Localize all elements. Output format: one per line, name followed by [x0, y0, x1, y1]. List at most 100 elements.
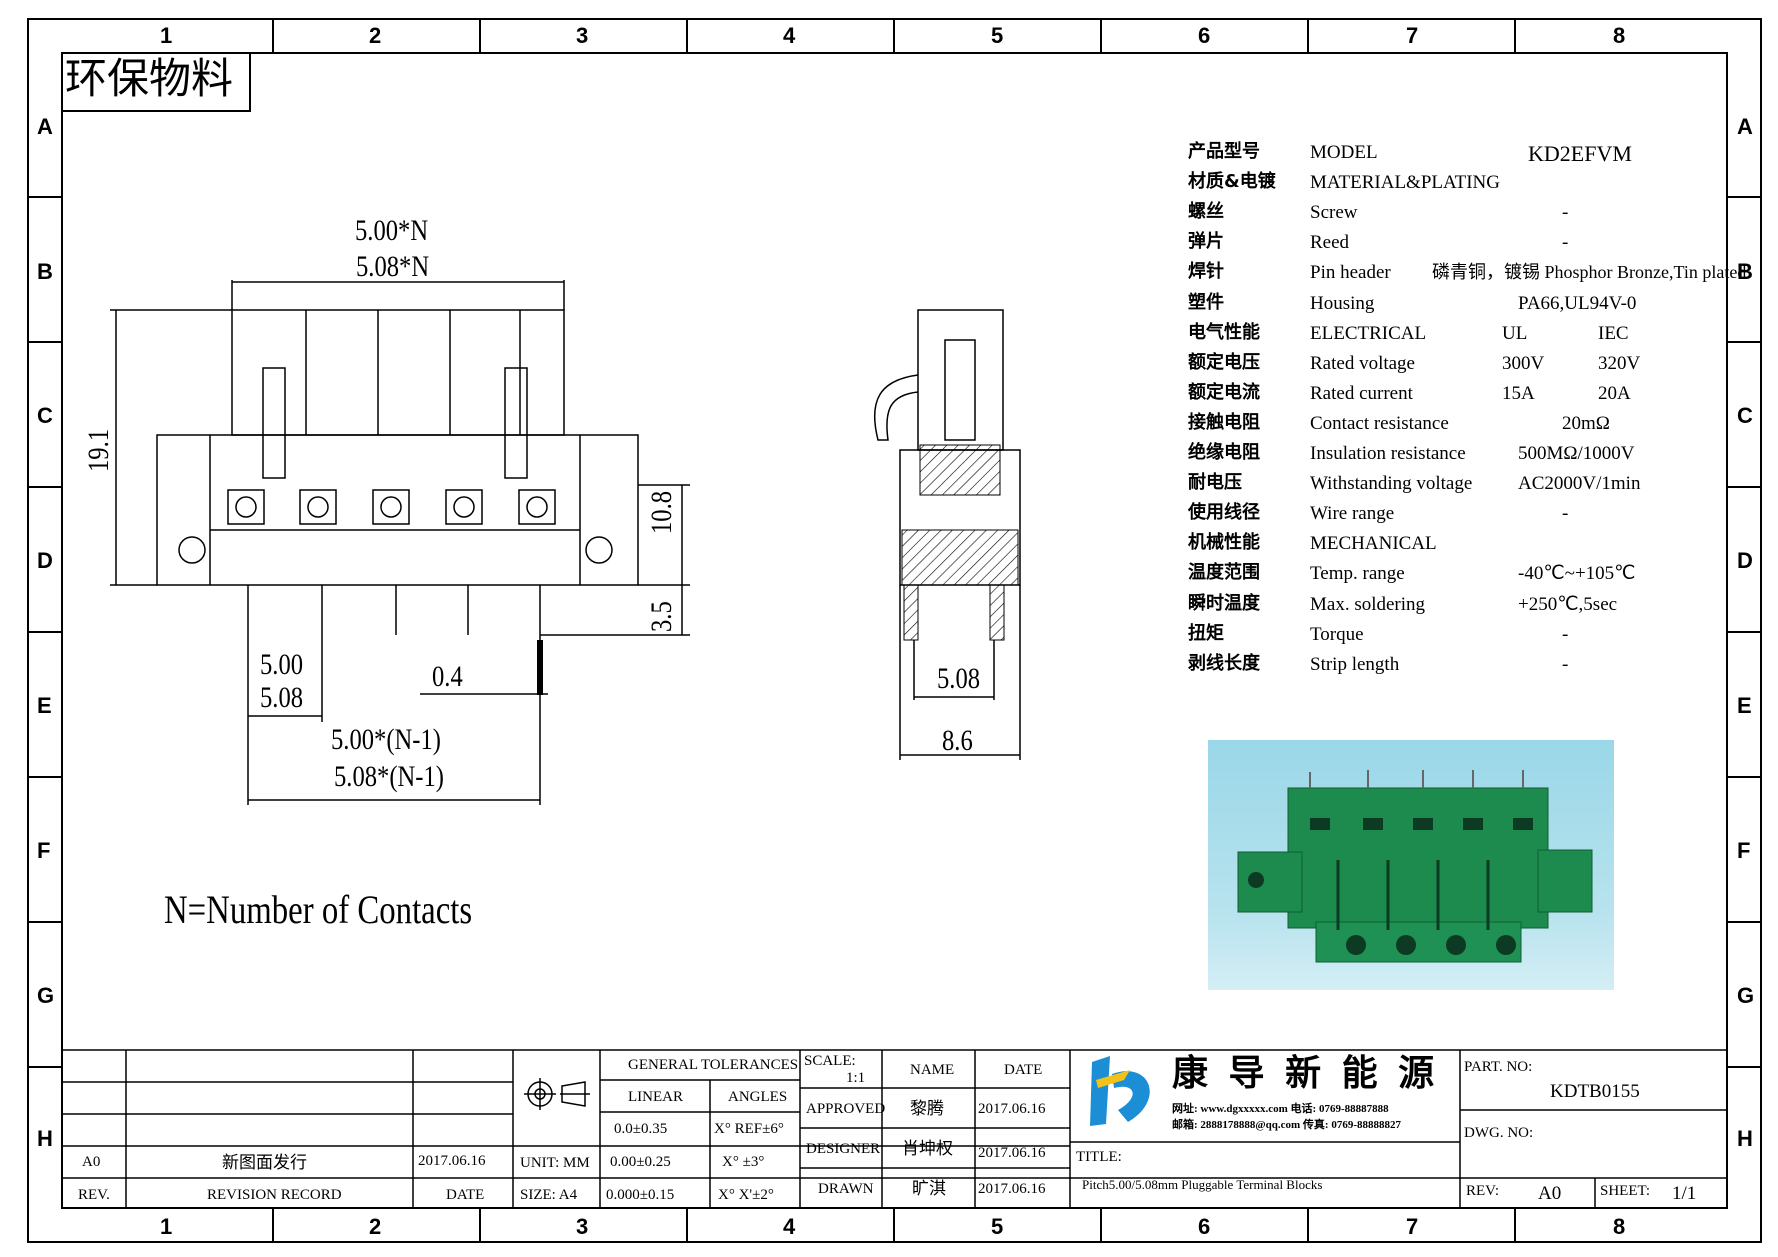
spec-label-cn: 弹片	[1188, 231, 1224, 252]
dim-side-pitch: 5.08	[937, 662, 981, 695]
col-label-4-bottom: 4	[783, 1214, 796, 1239]
angles-value-2: X° ±3°	[722, 1154, 765, 1170]
row-label-f-right: F	[1737, 838, 1751, 863]
drawn-date: 2017.06.16	[978, 1181, 1046, 1197]
row-label-b-right: B	[1737, 259, 1753, 284]
rev-record-header: REVISION RECORD	[207, 1187, 342, 1203]
spec-label-cn: 绝缘电阻	[1188, 442, 1260, 463]
sheet-label: SHEET:	[1600, 1183, 1651, 1199]
col-label-1: 1	[160, 23, 173, 48]
col-label-4: 4	[783, 23, 796, 48]
spec-label-cn: 剥线长度	[1188, 653, 1260, 674]
spec-value: 磷青铜，镀锡 Phosphor Bronze,Tin plated	[1432, 262, 1747, 282]
dim-span-2: 5.08*(N-1)	[334, 760, 444, 793]
row-label-b: B	[37, 259, 53, 284]
row-label-g: G	[37, 983, 55, 1008]
linear-value-2: 0.00±0.25	[610, 1154, 671, 1170]
rev-header: REV.	[78, 1187, 110, 1203]
spec-value: +250℃,5sec	[1518, 594, 1618, 615]
rev-number: A0	[1538, 1183, 1562, 1204]
row-label-h-right: H	[1737, 1126, 1753, 1151]
angles-value-3: X° X'±2°	[718, 1187, 774, 1203]
row-label-d: D	[37, 548, 53, 573]
spec-label-en: Rated current	[1310, 383, 1413, 404]
rev-date-header: DATE	[446, 1187, 485, 1203]
product-photo	[1208, 740, 1614, 990]
row-label-c-right: C	[1737, 403, 1753, 428]
col-label-2: 2	[369, 23, 382, 48]
spec-value: -	[1562, 654, 1569, 675]
spec-label-cn: 扭矩	[1188, 623, 1224, 644]
col-label-8: 8	[1613, 23, 1626, 48]
spec-label-en: MODEL	[1310, 142, 1378, 163]
dim-span-1: 5.00*(N-1)	[331, 723, 441, 756]
designer-name: 肖坤权	[902, 1139, 953, 1158]
spec-label-en: Housing	[1310, 293, 1375, 314]
spec-value-iec: 320V	[1598, 353, 1641, 374]
row-label-g-right: G	[1737, 983, 1755, 1008]
spec-label-en: Contact resistance	[1310, 413, 1449, 434]
spec-label-cn: 产品型号	[1188, 141, 1260, 162]
spec-label-en: Torque	[1310, 624, 1364, 645]
dim-pitch-top-2: 5.08*N	[356, 250, 430, 283]
rev-date-value: 2017.06.16	[418, 1153, 486, 1169]
angles-value-1: X° REF±6°	[714, 1121, 784, 1137]
col-label-1-bottom: 1	[160, 1214, 173, 1239]
spec-label-en: Max. soldering	[1310, 594, 1426, 615]
date-header: DATE	[1004, 1062, 1043, 1078]
spec-label-en: Withstanding voltage	[1310, 473, 1473, 494]
dim-pitch-1: 5.00	[260, 648, 304, 681]
rev-label: REV:	[1466, 1183, 1500, 1199]
row-label-c: C	[37, 403, 53, 428]
spec-label-cn: 塑件	[1188, 292, 1224, 313]
spec-value: -40℃~+105℃	[1518, 563, 1636, 584]
spec-label-cn: 耐电压	[1188, 472, 1242, 493]
designer-role: DESIGNER	[806, 1141, 881, 1157]
row-label-a: A	[37, 114, 53, 139]
spec-label-en: Insulation resistance	[1310, 443, 1466, 464]
spec-value-iec: IEC	[1598, 323, 1629, 344]
part-number: KDTB0155	[1550, 1081, 1640, 1102]
spec-label-en: MATERIAL&PLATING	[1310, 172, 1500, 193]
spec-label-en: MECHANICAL	[1310, 533, 1437, 554]
spec-label-en: Pin header	[1310, 262, 1391, 283]
spec-value: -	[1562, 232, 1569, 253]
size-label: SIZE: A4	[520, 1187, 578, 1203]
company-name: 康 导 新 能 源	[1172, 1053, 1439, 1094]
spec-label-en: Wire range	[1310, 503, 1395, 524]
spec-label-cn: 螺丝	[1188, 201, 1224, 222]
angles-header: ANGLES	[728, 1089, 788, 1105]
col-label-7-bottom: 7	[1406, 1214, 1419, 1239]
spec-value: 300V	[1502, 353, 1545, 374]
approved-role: APPROVED	[806, 1101, 886, 1117]
col-label-5-bottom: 5	[991, 1214, 1004, 1239]
spec-label-cn: 使用线径	[1188, 502, 1260, 523]
row-label-h: H	[37, 1126, 53, 1151]
col-label-5: 5	[991, 23, 1004, 48]
spec-value: -	[1562, 503, 1569, 524]
row-label-a-right: A	[1737, 114, 1753, 139]
sheet-number: 1/1	[1672, 1183, 1697, 1204]
company-contact-2: 邮箱: 2888178888@qq.com 传真: 0769-88888827	[1172, 1119, 1402, 1131]
spec-label-cn: 额定电压	[1188, 352, 1260, 373]
linear-value-1: 0.0±0.35	[614, 1121, 668, 1137]
company-contact-1: 网址: www.dgxxxxx.com 电话: 0769-88887888	[1172, 1103, 1389, 1115]
spec-value: KD2EFVM	[1528, 141, 1632, 166]
spec-label-cn: 焊针	[1188, 261, 1224, 282]
eco-stamp: 环保物料	[61, 52, 251, 112]
tolerances-title: GENERAL TOLERANCES	[628, 1057, 799, 1073]
drawn-name: 旷淇	[912, 1179, 946, 1198]
col-label-6: 6	[1198, 23, 1211, 48]
dim-side-width: 8.6	[942, 724, 973, 757]
spec-value: PA66,UL94V-0	[1518, 293, 1637, 314]
row-label-e: E	[37, 693, 52, 718]
inner-frame	[61, 52, 1728, 1209]
drawn-role: DRAWN	[818, 1181, 874, 1197]
part-label: PART. NO:	[1464, 1059, 1533, 1075]
col-label-2-bottom: 2	[369, 1214, 382, 1239]
dim-pin-width: 0.4	[432, 660, 463, 693]
terminal-block-illustration	[1237, 770, 1593, 963]
